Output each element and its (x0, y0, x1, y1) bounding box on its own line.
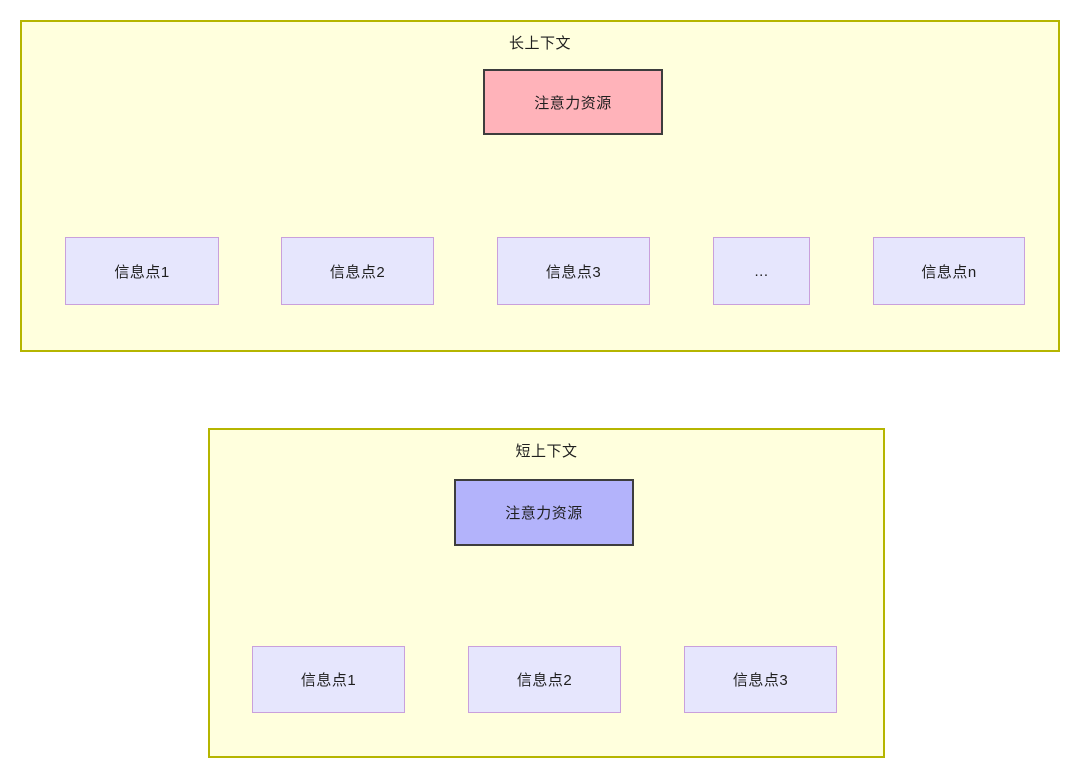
node-info-point-ellipsis-long[interactable]: ... (713, 237, 810, 305)
node-label: 信息点n (921, 263, 977, 281)
panel-long-context-title: 长上下文 (508, 35, 571, 52)
node-label: 信息点1 (114, 263, 170, 281)
node-label: 信息点1 (300, 672, 357, 689)
node-label: ... (754, 262, 769, 280)
node-info-point-3-short[interactable]: 信息点3 (684, 646, 837, 713)
node-label: 信息点3 (545, 263, 602, 281)
node-attention-resource-short[interactable]: 注意力资源 (454, 479, 634, 546)
node-label: 信息点2 (329, 263, 386, 281)
node-info-point-n-long[interactable]: 信息点n (873, 237, 1025, 305)
node-info-point-2-short[interactable]: 信息点2 (468, 646, 621, 713)
node-label: 注意力资源 (534, 94, 612, 112)
node-label: 信息点2 (516, 672, 573, 689)
node-label: 注意力资源 (505, 505, 583, 522)
node-info-point-3-long[interactable]: 信息点3 (497, 237, 650, 305)
node-label: 信息点3 (732, 672, 789, 689)
panel-short-context-title: 短上下文 (515, 443, 578, 460)
node-attention-resource-long[interactable]: 注意力资源 (483, 69, 663, 135)
node-info-point-2-long[interactable]: 信息点2 (281, 237, 434, 305)
node-info-point-1-long[interactable]: 信息点1 (65, 237, 219, 305)
node-info-point-1-short[interactable]: 信息点1 (252, 646, 405, 713)
